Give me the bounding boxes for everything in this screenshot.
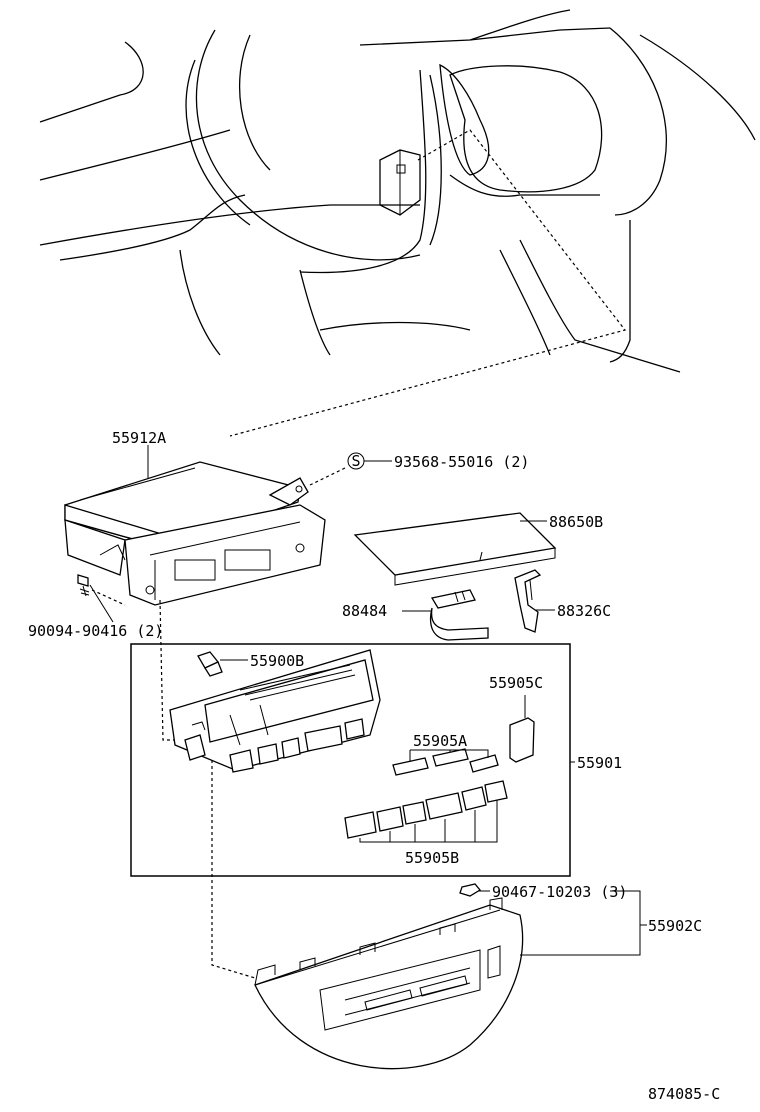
callout-93568-55016: 93568-55016 (2): [394, 453, 529, 471]
control-unit-55912A: [64, 461, 326, 606]
callout-90467-10203: 90467-10203 (3): [492, 883, 627, 901]
diagram-code: 874085-C: [648, 1085, 720, 1103]
callout-88650B: 88650B: [549, 513, 603, 531]
callout-55900B: 55900B: [250, 652, 304, 670]
knobs-55905A: [392, 748, 499, 776]
callout-88484: 88484: [342, 602, 387, 620]
control-assembly-55901: [169, 649, 381, 773]
harness-88484: [429, 589, 489, 641]
callout-55905A: 55905A: [413, 732, 467, 750]
callout-88326C: 88326C: [557, 602, 611, 620]
bulb-55900B: [197, 651, 223, 677]
screw-90094: [77, 574, 90, 597]
knob-55905C: [509, 717, 535, 763]
bracket-88326C: [514, 569, 542, 633]
callout-55902C: 55902C: [648, 917, 702, 935]
dashboard-overview-drawing: [39, 9, 756, 437]
assembly-55901-group-box: [130, 643, 571, 877]
callout-55901: 55901: [577, 754, 622, 772]
clip-90467: [459, 883, 481, 897]
callout-55912A: 55912A: [112, 429, 166, 447]
callout-55905B: 55905B: [405, 849, 459, 867]
knobs-55905B: [344, 780, 508, 843]
leader-lines: [89, 445, 647, 956]
callout-55905C: 55905C: [489, 674, 543, 692]
pad-88650B: [353, 512, 557, 586]
callout-90094-90416: 90094-90416 (2): [28, 622, 163, 640]
panel-55902C: [254, 897, 524, 1070]
standard-part-symbol-text: S: [351, 452, 360, 470]
